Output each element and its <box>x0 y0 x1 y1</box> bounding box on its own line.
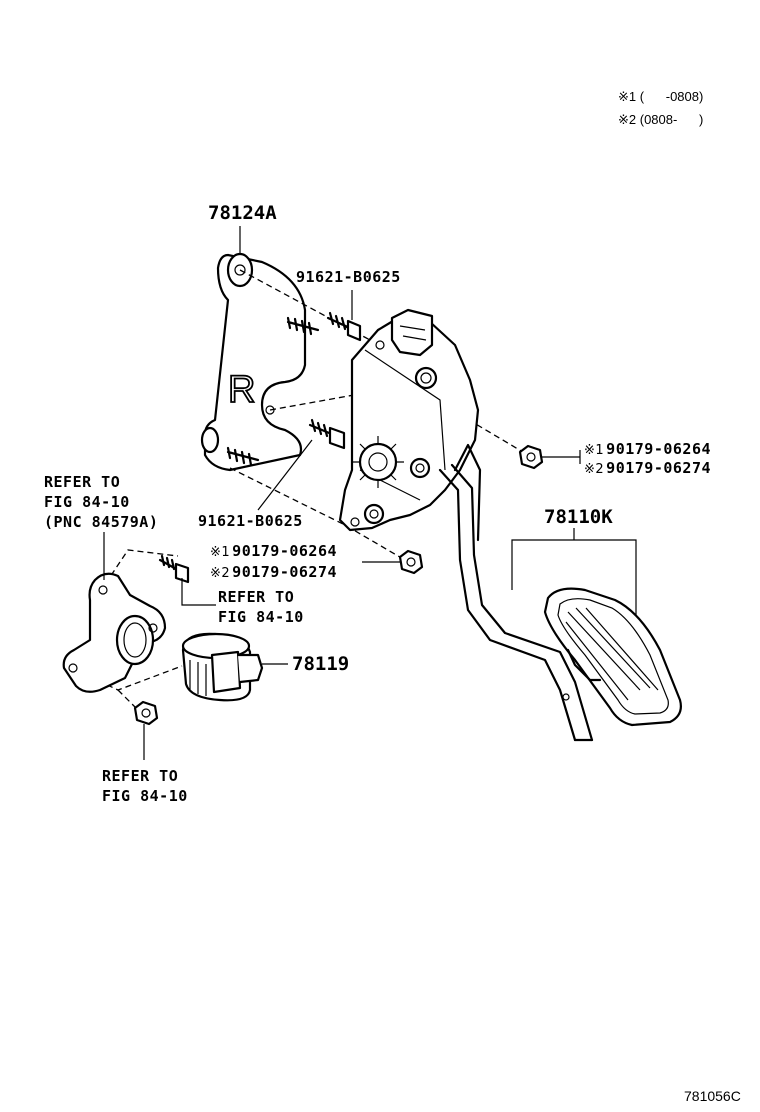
label-bolt-lower[interactable]: 91621-B0625 <box>198 512 303 530</box>
nut-lower-left[interactable] <box>133 700 159 726</box>
legend-note-2-range: (0808- ) <box>639 112 704 127</box>
refer-note-c[interactable]: REFER TO FIG 84-10 <box>102 766 188 806</box>
refer-note-b-line2: FIG 84-10 <box>218 608 304 626</box>
figure-code: 781056C <box>684 1088 741 1104</box>
refer-note-c-line2: FIG 84-10 <box>102 787 188 805</box>
leader-bolt-lower <box>257 439 313 511</box>
refer-note-b[interactable]: REFER TO FIG 84-10 <box>218 587 304 627</box>
label-nut-lower-1-text: 90179-06264 <box>232 542 338 560</box>
legend-note-1-range: ( -0808) <box>639 89 704 104</box>
legend-note-1: ※1 ( -0808) <box>618 89 703 105</box>
mark-2-lower: ※2 <box>210 566 231 581</box>
bolt-lower[interactable] <box>308 418 346 450</box>
nut-lower[interactable] <box>398 549 424 575</box>
nut-right[interactable] <box>518 444 544 470</box>
legend-note-2: ※2 (0808- ) <box>618 112 703 128</box>
refer-note-a-line3: (PNC 84579A) <box>44 513 159 531</box>
label-nut-lower-2-text: 90179-06274 <box>232 563 338 581</box>
legend-note-1-mark: ※1 <box>618 89 637 104</box>
pedal-housing[interactable] <box>338 308 480 532</box>
mark-2: ※2 <box>584 462 605 477</box>
refer-note-c-line1: REFER TO <box>102 767 179 785</box>
label-78119[interactable]: 78119 <box>292 653 350 675</box>
label-nut-right-2-text: 90179-06274 <box>606 459 712 477</box>
bracket-letter: R <box>228 369 255 411</box>
legend-note-2-mark: ※2 <box>618 112 637 127</box>
refer-note-a[interactable]: REFER TO FIG 84-10 (PNC 84579A) <box>44 472 158 532</box>
leader-bolt-small <box>181 578 216 606</box>
label-nut-right-1-text: 90179-06264 <box>606 440 712 458</box>
label-78110k[interactable]: 78110K <box>544 506 613 528</box>
bolt-upper[interactable] <box>326 311 362 342</box>
bolt-small[interactable] <box>158 554 190 584</box>
leader-78110k <box>511 528 637 615</box>
label-78124a[interactable]: 78124A <box>208 202 277 224</box>
refer-note-a-line2: FIG 84-10 <box>44 493 130 511</box>
refer-note-a-line1: REFER TO <box>44 473 121 491</box>
left-bracket[interactable] <box>62 572 167 693</box>
sensor-78119[interactable] <box>181 632 264 702</box>
mark-1: ※1 <box>584 443 605 458</box>
refer-note-b-line1: REFER TO <box>218 588 295 606</box>
bracket-78124a[interactable]: R <box>200 252 320 472</box>
pedal-arm[interactable] <box>438 443 594 742</box>
pedal-pad[interactable] <box>543 587 682 727</box>
label-bolt-upper[interactable]: 91621-B0625 <box>296 268 401 286</box>
mark-1-lower: ※1 <box>210 545 231 560</box>
